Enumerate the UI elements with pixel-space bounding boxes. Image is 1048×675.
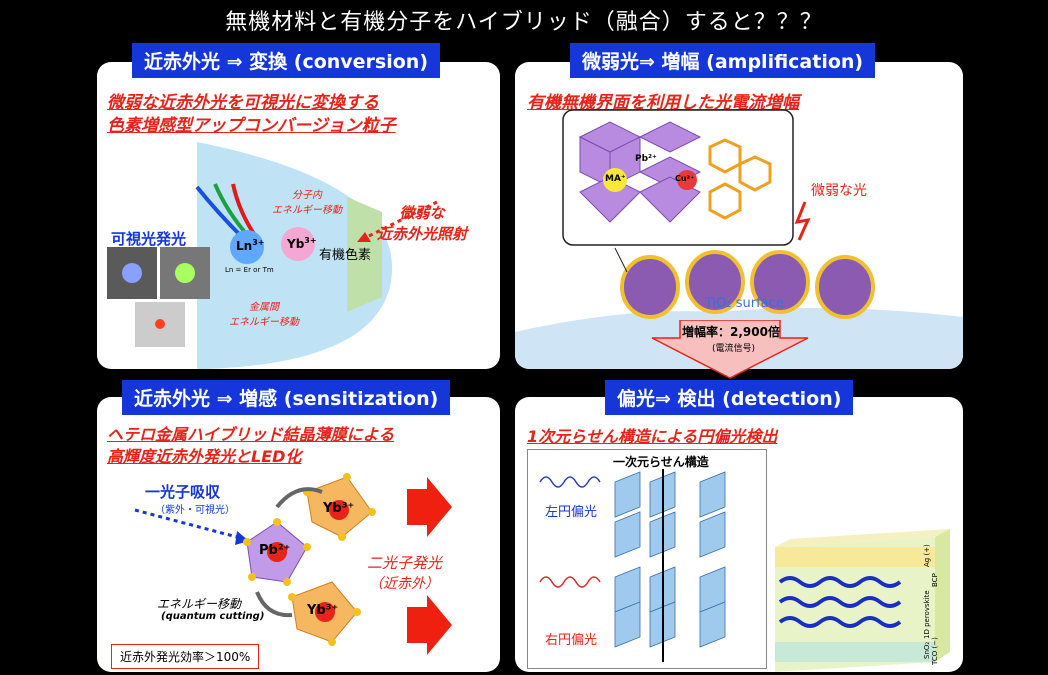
absorb-note: （紫外・可視光） — [155, 505, 235, 516]
ma-label: MA⁺ — [605, 174, 626, 184]
crystal-chains — [614, 471, 726, 648]
panel-amplification: 有機無機界面を利用した光電流増幅 — [515, 62, 963, 369]
gain-arrow — [651, 320, 809, 379]
cu-label: Cu²⁺ — [675, 174, 695, 183]
intermetal-label: 金属間 エネルギー移動 — [229, 302, 299, 328]
weak-nir-label: 微弱な 近赤外光照射 — [377, 204, 468, 243]
left-polarized-wave — [539, 476, 601, 488]
sensitization-line1: ヘテロ金属ハイブリッド結晶薄膜による — [107, 425, 395, 444]
sensitization-line2: 高輝度近赤外発光とLED化 — [107, 447, 302, 466]
panel-sensitization: ヘテロ金属ハイブリッド結晶薄膜による 高輝度近赤外発光とLED化 一光子吸収 （… — [97, 397, 500, 672]
yb-ion — [281, 227, 315, 261]
amplification-line1: 有機無機界面を利用した光電流増幅 — [527, 93, 799, 113]
yb-top-label: Yb³⁺ — [323, 501, 355, 516]
panel-conversion: 微弱な近赤外光を可視光に変換する 色素増感型アップコンバージョン粒子 可視光発光… — [97, 62, 500, 369]
gain-note: (電流信号) — [712, 344, 756, 354]
visible-emission-label: 可視光発光 — [111, 230, 187, 248]
detection-illustration — [539, 469, 950, 672]
header-amplification: 微弱光⇒ 増幅 (amplification) — [570, 43, 876, 78]
cu-ion — [677, 170, 697, 190]
arrow-blue — [195, 185, 244, 239]
gain-label: 増幅率：2,900倍 — [682, 325, 780, 339]
surface-label: TiO₂ surface — [705, 296, 784, 311]
header-sensitization: 近赤外光 ⇒ 増感 (sensitization) — [122, 380, 451, 415]
header-detection: 偏光⇒ 検出 (detection) — [605, 380, 854, 415]
yb-label: Yb3+ — [287, 236, 317, 251]
detection-line1: 1次元らせん構造による円偏光検出 — [527, 427, 778, 446]
right-polarized-label: 右円偏光 — [545, 633, 598, 648]
transfer-arrow-top — [275, 487, 323, 509]
energy-note: (quantum cutting) — [161, 611, 265, 622]
device-helices — [778, 576, 902, 628]
ma-cation — [603, 168, 627, 192]
conversion-line2: 色素増感型アップコンバージョン粒子 — [107, 116, 396, 136]
ln-note: Ln = Er or Tm — [225, 266, 274, 274]
yb-ion-top — [329, 500, 349, 520]
organic-dye-shape — [347, 197, 382, 312]
panel-detection: 1次元らせん構造による円偏光検出 — [515, 397, 963, 672]
yb-ion-bottom — [315, 602, 335, 622]
organic-ligand — [708, 138, 772, 220]
right-polarized-wave — [539, 576, 601, 588]
ln-ion — [230, 230, 264, 264]
pb-label: Pb²⁺ — [635, 154, 657, 164]
ligand-atoms — [243, 473, 376, 646]
emission-arrow-top — [407, 477, 452, 537]
emission-arrow-bottom — [407, 595, 452, 655]
transfer-arrow-bottom — [255, 591, 293, 618]
page-title: 無機材料と有機分子をハイブリッド（融合）すると？？？ — [225, 10, 823, 35]
header-conversion: 近赤外光 ⇒ 変換 (conversion) — [132, 43, 441, 78]
intra-energy-label: 分子内 エネルギー移動 — [272, 190, 342, 216]
nir-arrow — [366, 200, 438, 239]
absorb-arrow — [134, 508, 238, 539]
conversion-illustration — [107, 142, 438, 369]
two-photon-label: 二光子発光 — [367, 554, 443, 572]
weak-light-arrow — [794, 201, 811, 241]
left-polarized-label: 左円偏光 — [545, 505, 598, 520]
helix-box — [527, 449, 767, 669]
conversion-line1: 微弱な近赤外光を可視光に変換する — [107, 93, 379, 113]
weak-light-label: 微弱な光 — [811, 183, 867, 199]
efficiency-box: 近赤外発光効率＞100% — [111, 644, 260, 669]
two-photon-note: （近赤外） — [369, 576, 439, 592]
pb-label: Pb²⁺ — [259, 543, 291, 558]
perovskite-bumps — [620, 250, 875, 319]
structure-label: 一次元らせん構造 — [613, 455, 709, 469]
device-layer-labels: Ag (+) BCP 1D perovskite SnO₂ TCO (−) — [923, 544, 939, 665]
absorb-label: 一光子吸収 — [145, 483, 221, 501]
energy-label: エネルギー移動 — [157, 597, 242, 611]
sensitization-illustration — [134, 473, 452, 655]
ln-label: Ln3+ — [236, 238, 265, 253]
yb-bottom-label: Yb³⁺ — [307, 603, 339, 618]
organic-dye-label: 有機色素 — [319, 248, 372, 263]
pb-ion — [267, 542, 287, 562]
